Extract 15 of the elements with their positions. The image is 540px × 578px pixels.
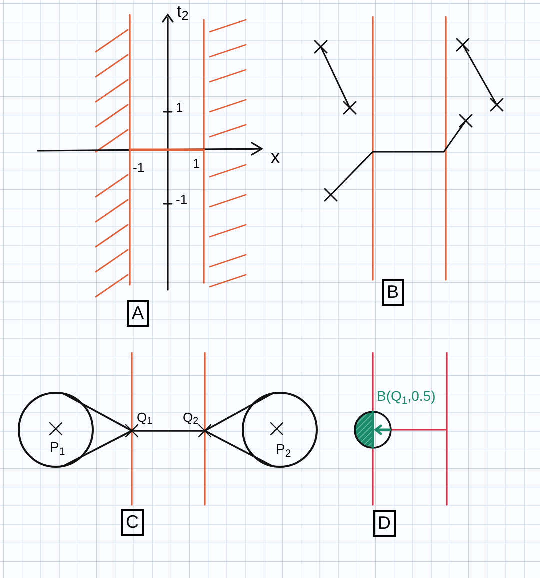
ball-label: B(Q$_{1}$,0.5) [377,389,436,403]
panel-label: D [373,510,396,536]
panel-label: B [382,279,404,306]
panel-label: C [121,509,144,536]
tick-label: -1 [133,161,145,174]
axis-label: t$_{2}$ [177,3,189,20]
panel-label: A [127,300,150,326]
point-label: P$_{2}$ [276,442,292,456]
tick-label: 1 [176,101,184,114]
point-label: P$_{1}$ [50,440,66,454]
tick-label: -1 [176,193,188,206]
point-label: Q$_{2}$ [183,411,199,424]
tick-label: 1 [193,157,200,170]
point-label: Q$_{1}$ [137,411,153,424]
axis-label: x [271,148,280,166]
